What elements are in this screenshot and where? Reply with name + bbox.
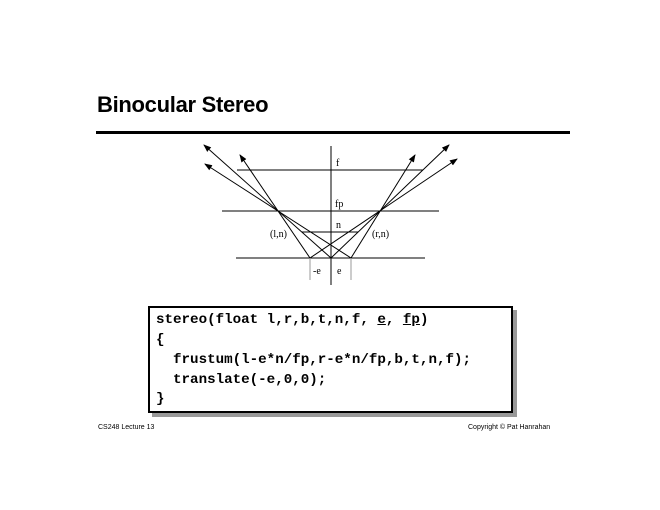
code-line-3: frustum(l-e*n/fp,r-e*n/fp,b,t,n,f); xyxy=(156,352,472,368)
slide-title: Binocular Stereo xyxy=(97,92,269,117)
ray xyxy=(239,154,311,259)
ray xyxy=(330,144,450,259)
code-param-fp: fp xyxy=(402,312,420,328)
title-rule xyxy=(96,131,570,134)
code-text: ) xyxy=(419,312,429,328)
label-right-near: (r,n) xyxy=(372,229,389,240)
code-line-1: stereo(float l,r,b,t,n,f, e, fp) xyxy=(156,312,428,328)
label-right-eye: e xyxy=(337,266,342,277)
code-line-4: translate(-e,0,0); xyxy=(156,372,327,388)
code-box: stereo(float l,r,b,t,n,f, e, fp) { frust… xyxy=(148,306,513,413)
label-left-near: (l,n) xyxy=(270,229,287,240)
label-left-eye: -e xyxy=(313,266,321,277)
ray xyxy=(203,144,332,259)
ray xyxy=(309,158,458,259)
code-text: stereo(float l,r,b,t,n,f, xyxy=(156,312,378,328)
code-line-5: } xyxy=(156,391,165,407)
ray xyxy=(350,154,416,259)
label-far: f xyxy=(336,158,340,169)
code-text: , xyxy=(385,312,403,328)
code-line-2: { xyxy=(156,332,165,348)
footer-copyright: Copyright © Pat Hanrahan xyxy=(468,424,551,431)
label-near: n xyxy=(336,220,341,231)
code-param-e: e xyxy=(377,312,386,328)
footer-lecture: CS248 Lecture 13 xyxy=(98,424,155,431)
label-focal-plane: fp xyxy=(335,199,343,210)
